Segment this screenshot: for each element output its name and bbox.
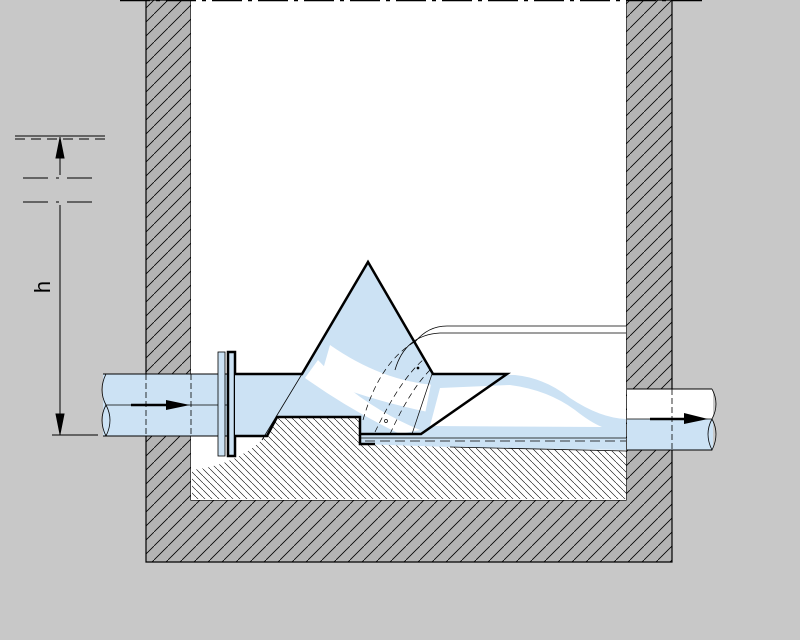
flange-plate: [217, 351, 226, 457]
dimension-label-h: h: [30, 281, 55, 293]
outflow-pipe: [627, 388, 717, 451]
swirl-band: [320, 345, 433, 412]
dimension-h: [15, 135, 105, 436]
outflow-arrow-icon: [650, 413, 708, 424]
vortex-internals: [362, 339, 433, 435]
dimension-arrow-up-icon: [55, 137, 65, 159]
flange: [226, 350, 237, 458]
benching-fill: [192, 417, 626, 499]
dimension-arrow-down-icon: [55, 413, 65, 435]
inflow-arrow-icon: [131, 400, 190, 410]
